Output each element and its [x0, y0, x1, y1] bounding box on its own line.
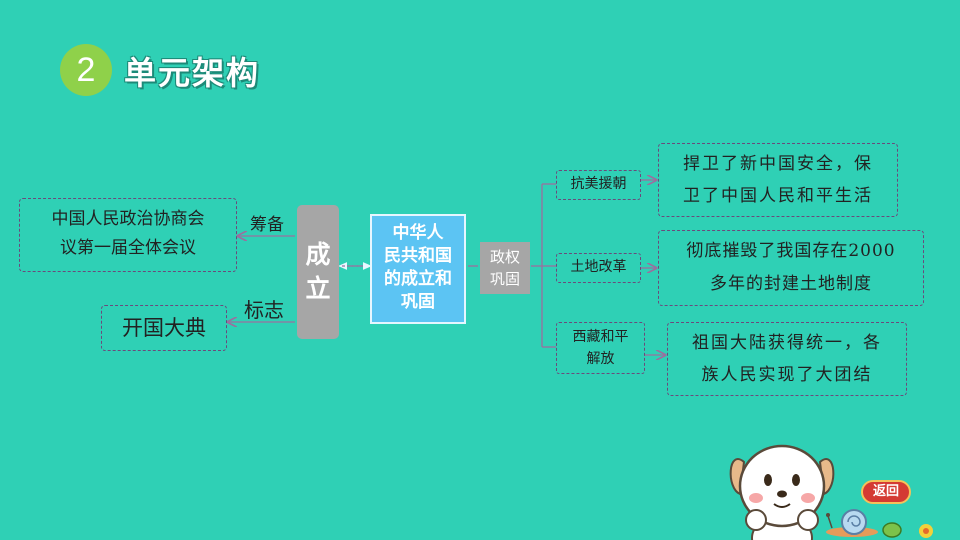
- branch-tudi: 土地改革: [556, 253, 641, 283]
- desc-line: 族人民实现了大团结: [701, 365, 873, 385]
- zhengquan-line: 政权: [489, 248, 520, 266]
- prep-event-line: 中国人民政治协商会: [51, 209, 205, 229]
- prep-label: 筹备: [250, 215, 284, 235]
- chengli-char: 立: [305, 274, 331, 303]
- desc-xizang: 祖国大陆获得统一，各 族人民实现了大团结: [667, 322, 907, 396]
- prep-event-line: 议第一届全体会议: [60, 238, 196, 258]
- branch-label: 抗美援朝: [570, 176, 627, 192]
- branch-kangmei: 抗美援朝: [556, 170, 641, 200]
- page-title: 单元架构: [124, 54, 261, 92]
- flower-icon: [919, 524, 933, 538]
- chengli-box: 成 立: [297, 205, 339, 339]
- desc-line: 捍卫了新中国安全，保: [683, 154, 873, 174]
- snail-icon: [826, 509, 878, 537]
- sign-event-text: 开国大典: [122, 316, 206, 340]
- branch-xizang: 西藏和平 解放: [556, 322, 645, 374]
- cartoon-dog-icon: [729, 444, 835, 540]
- branch-label: 土地改革: [570, 259, 627, 275]
- sign-label: 标志: [244, 298, 284, 322]
- prep-event-box: 中国人民政治协商会 议第一届全体会议: [19, 198, 237, 272]
- branch-label: 解放: [586, 351, 615, 367]
- center-line: 巩固: [401, 292, 435, 312]
- center-line: 民共和国: [384, 246, 452, 266]
- desc-line: 多年的封建土地制度: [710, 274, 872, 294]
- branch-label: 西藏和平: [572, 329, 629, 345]
- sign-event-box: 开国大典: [101, 305, 227, 351]
- desc-line: 卫了中国人民和平生活: [683, 186, 873, 206]
- center-line: 的成立和: [384, 269, 452, 289]
- desc-line: 彻底摧毁了我国存在2000: [686, 241, 896, 261]
- section-number-badge: 2: [60, 44, 112, 96]
- center-topic-box: 中华人 民共和国 的成立和 巩固: [370, 214, 466, 324]
- desc-tudi: 彻底摧毁了我国存在2000 多年的封建土地制度: [658, 230, 924, 306]
- desc-kangmei: 捍卫了新中国安全，保 卫了中国人民和平生活: [658, 143, 898, 217]
- zhengquan-box: 政权 巩固: [480, 242, 530, 294]
- leaf-icon: [882, 522, 902, 538]
- desc-line: 祖国大陆获得统一，各: [692, 333, 882, 353]
- center-line: 中华人: [392, 223, 444, 243]
- chengli-char: 成: [305, 240, 331, 269]
- zhengquan-line: 巩固: [489, 270, 520, 288]
- back-button[interactable]: 返回: [861, 480, 911, 504]
